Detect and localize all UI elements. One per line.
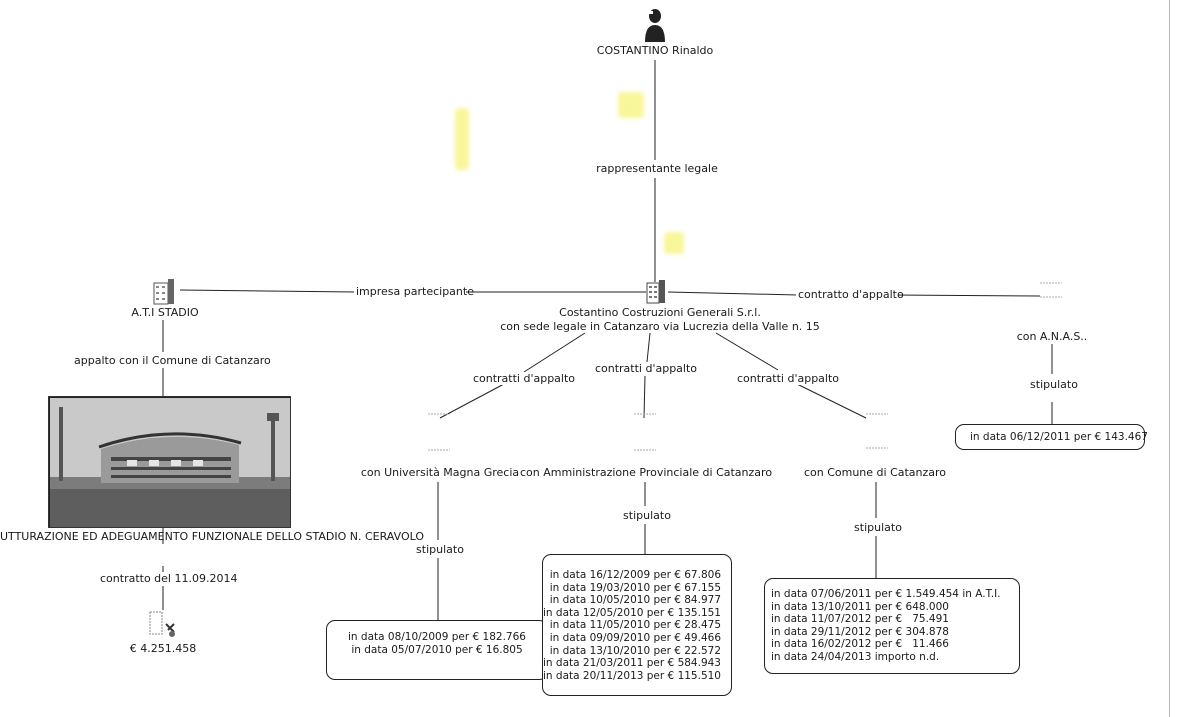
edge-label-stipulato-anas: stipulato	[1020, 378, 1088, 391]
contract-entry: in data 19/03/2010 per € 67.155	[549, 581, 721, 594]
scan-edge-line	[1169, 0, 1170, 717]
contract-entry: in data 09/09/2010 per € 49.466	[549, 631, 721, 644]
person-silhouette-icon	[645, 9, 665, 42]
edge-label-contract-anas: contratto d'appalto	[796, 288, 904, 301]
document-icon	[428, 413, 450, 451]
client-universita: con Università Magna Grecia	[360, 466, 520, 479]
contract-entry: in data 11/07/2012 per € 75.491	[771, 613, 949, 626]
contract-entry: in data 12/05/2010 per € 135.151	[543, 606, 721, 619]
person-name: COSTANTINO Rinaldo	[596, 44, 714, 57]
contract-entry: in data 08/10/2009 per € 182.766	[348, 631, 526, 643]
highlight-mark	[664, 232, 684, 254]
edge-label-participant: impresa partecipante	[354, 285, 474, 298]
stadium-photo	[48, 396, 291, 528]
edge-label-stipulato-prov: stipulato	[613, 509, 681, 522]
client-provincia: con Amministrazione Provinciale di Catan…	[520, 466, 773, 479]
stadium-amount: € 4.251.458	[129, 642, 197, 655]
edge-label-stipulato-comune: stipulato	[844, 521, 912, 534]
contract-entry: in data 10/05/2010 per € 84.977	[549, 594, 721, 607]
edge-label-contratto-date: contratto del 11.09.2014	[98, 572, 238, 585]
edge-label-contracts-uni: contratti d'appalto	[470, 372, 578, 385]
edge-label-legal-rep: rappresentante legale	[590, 162, 724, 175]
building-icon	[646, 280, 665, 304]
contracts-box-provincia: in data 16/12/2009 per € 67.806 in data …	[542, 554, 732, 696]
contract-entry: in data 20/11/2013 per € 115.510	[543, 669, 721, 682]
contracts-box-universita: in data 08/10/2009 per € 182.766 in data…	[326, 620, 548, 680]
client-anas: con A.N.A.S..	[1016, 330, 1088, 343]
stadium-project-title: UTTURAZIONE ED ADEGUAMENTO FUNZIONALE DE…	[0, 530, 424, 543]
edge-label-contracts-prov: contratti d'appalto	[592, 362, 700, 375]
highlight-mark	[455, 108, 469, 170]
contract-entry: in data 06/12/2011 per € 143.467	[970, 431, 1148, 443]
contracts-box-comune: in data 07/06/2011 per € 1.549.454 in A.…	[764, 578, 1020, 674]
edge-label-contracts-comune: contratti d'appalto	[732, 372, 844, 385]
contract-entry: in data 11/05/2010 per € 28.475	[549, 619, 721, 632]
document-icon	[634, 413, 656, 451]
contract-entry: in data 13/10/2011 per € 648.000	[771, 600, 949, 613]
contract-entry: in data 16/02/2012 per € 11.466	[771, 638, 949, 651]
stadium-illustration	[49, 397, 290, 527]
contract-entry: in data 13/10/2010 per € 22.572	[549, 644, 721, 657]
contract-entry: in data 24/04/2013 importo n.d.	[771, 650, 940, 663]
edge-label-stipulato-uni: stipulato	[406, 543, 474, 556]
highlight-mark	[618, 92, 644, 118]
contract-entry: in data 16/12/2009 per € 67.806	[549, 569, 721, 581]
contract-entry: in data 29/11/2012 per € 304.878	[771, 625, 949, 638]
contract-entry: in data 07/06/2011 per € 1.549.454 in A.…	[771, 588, 1001, 600]
document-icon	[866, 413, 888, 449]
document-icon	[1040, 282, 1062, 298]
edge-label-appalto-comune: appalto con il Comune di Catanzaro	[72, 354, 271, 367]
contract-entry: in data 05/07/2010 per € 16.805	[351, 643, 523, 656]
ati-name: A.T.I STADIO	[131, 306, 199, 319]
company-name: Costantino Costruzioni Generali S.r.l.	[559, 306, 761, 319]
money-bag-icon	[149, 611, 175, 637]
contracts-box-anas: in data 06/12/2011 per € 143.467	[955, 424, 1148, 450]
client-comune: con Comune di Catanzaro	[803, 466, 947, 479]
contract-entry: in data 21/03/2011 per € 584.943	[543, 657, 721, 670]
building-icon	[153, 279, 174, 305]
company-address: con sede legale in Catanzaro via Lucrezi…	[500, 320, 820, 333]
